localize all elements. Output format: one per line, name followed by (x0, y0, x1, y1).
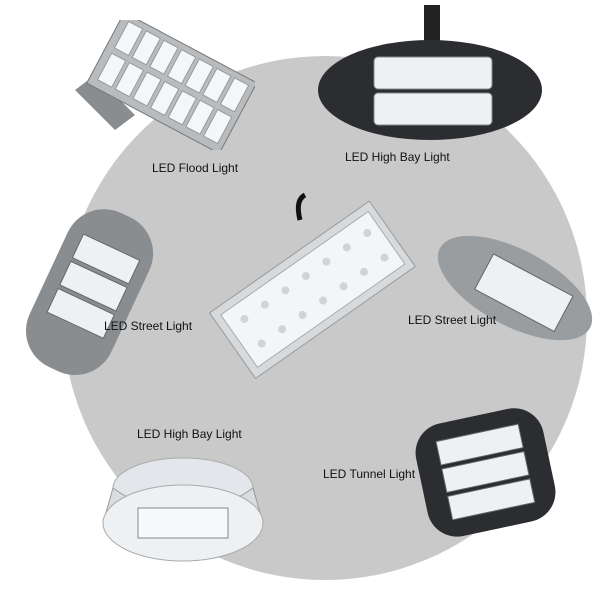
high-bay-light-image (318, 5, 542, 140)
label-led-high-bay-light-top: LED High Bay Light (345, 150, 450, 164)
label-led-high-bay-light-bottom: LED High Bay Light (137, 427, 242, 441)
tunnel-light-image (415, 408, 556, 537)
led-module-image (208, 192, 416, 380)
label-led-street-light-left: LED Street Light (104, 319, 193, 333)
label-led-tunnel-light: LED Tunnel Light (323, 467, 416, 481)
flood-light-image (75, 20, 255, 150)
label-led-street-light-right: LED Street Light (408, 313, 497, 327)
street-light-left-image (25, 209, 154, 376)
label-led-flood-light: LED Flood Light (152, 161, 239, 175)
high-bay-light-bottom-image (102, 457, 264, 562)
street-light-right-image (437, 235, 593, 341)
